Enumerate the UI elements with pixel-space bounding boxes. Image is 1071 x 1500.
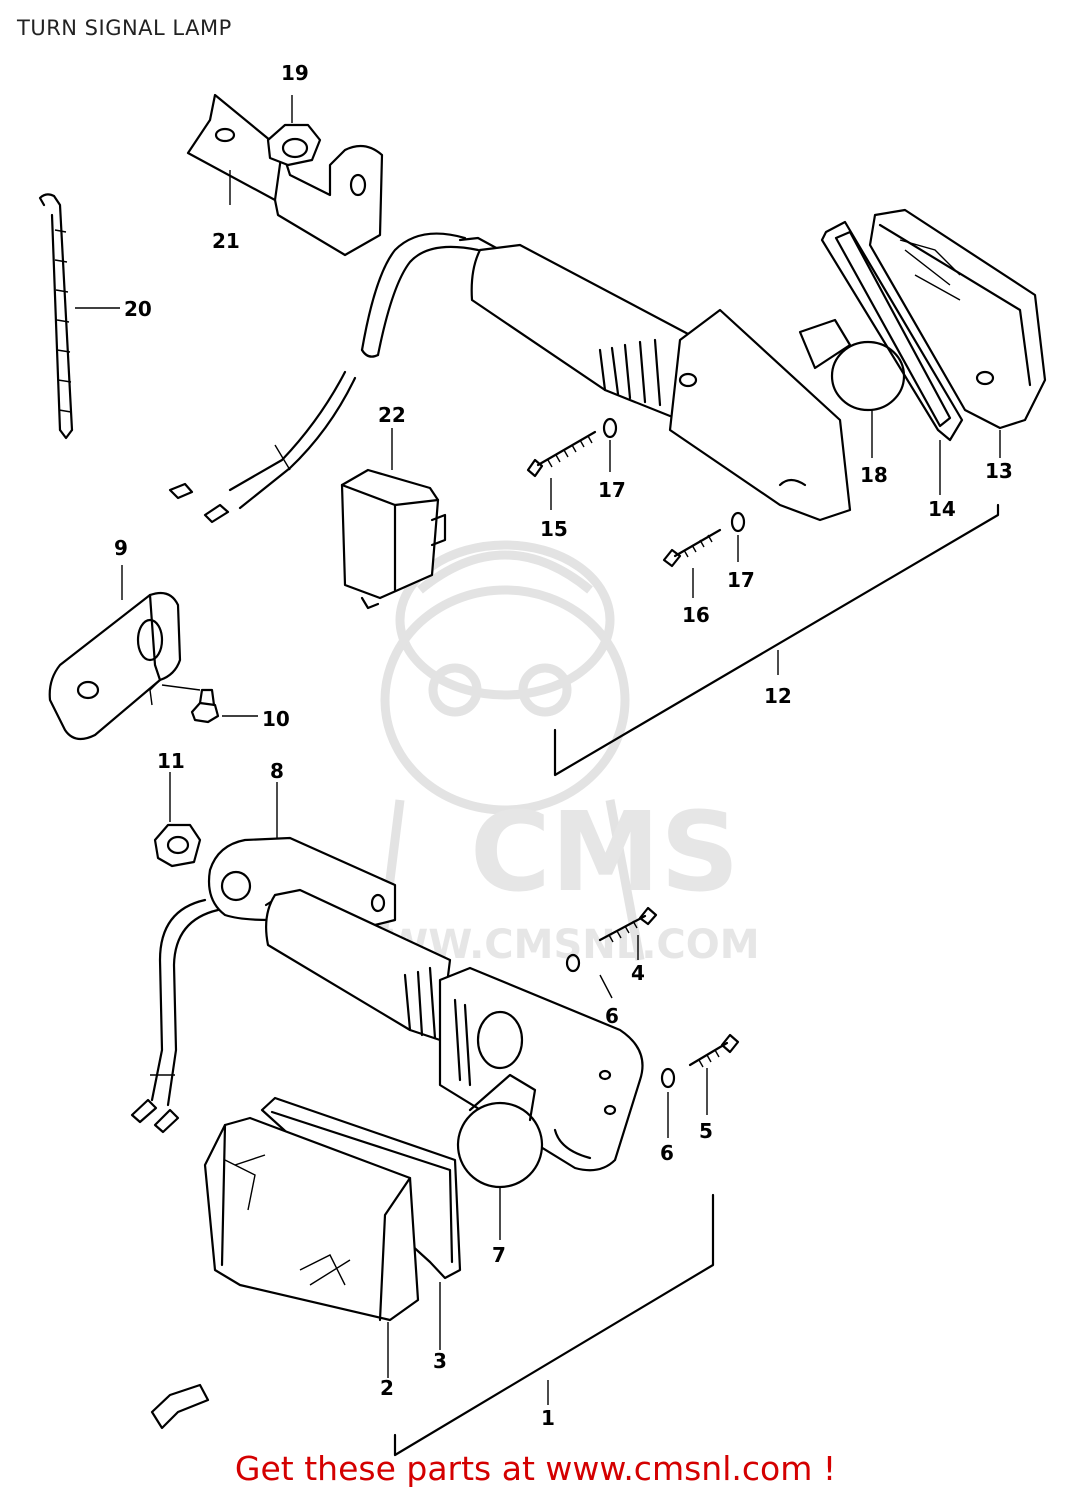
part-bolt-10 [190, 688, 258, 724]
part-nut-19 [266, 95, 322, 167]
callout-10: 10 [262, 707, 290, 731]
callout-17b: 17 [727, 568, 755, 592]
callout-13: 13 [985, 459, 1013, 483]
part-washer-6b [660, 1067, 676, 1138]
callout-14: 14 [928, 497, 956, 521]
callout-20: 20 [124, 297, 152, 321]
part-screw-16 [662, 528, 722, 598]
part-screw-5 [688, 1033, 740, 1115]
callout-12: 12 [764, 684, 792, 708]
bracket-line-12 [553, 503, 1000, 777]
part-gasket-14 [820, 220, 964, 495]
part-wire-front [130, 898, 220, 1134]
part-lens-13 [868, 208, 1047, 458]
part-washer-17b [730, 511, 746, 562]
part-cable-tie [38, 193, 120, 440]
callout-1: 1 [541, 1406, 555, 1430]
part-nut-11 [153, 772, 202, 868]
callout-6a: 6 [605, 1004, 619, 1028]
fwd-arrow-icon [150, 1383, 210, 1430]
bracket-line-1 [393, 1193, 715, 1457]
callout-22: 22 [378, 403, 406, 427]
part-bracket-9 [48, 565, 201, 741]
part-relay [340, 428, 447, 610]
part-wire-rear [168, 232, 480, 524]
part-lens-2 [203, 1116, 420, 1378]
callout-7: 7 [492, 1243, 506, 1267]
part-gasket-3 [260, 1096, 462, 1350]
callout-5: 5 [699, 1119, 713, 1143]
callout-8: 8 [270, 759, 284, 783]
part-bulb-18 [798, 318, 906, 458]
part-bulb-7 [456, 1073, 544, 1240]
part-washer-17a [602, 417, 618, 472]
part-washer-6a [565, 953, 613, 999]
callout-6b: 6 [660, 1141, 674, 1165]
callout-9: 9 [114, 536, 128, 560]
callout-18: 18 [860, 463, 888, 487]
callout-21: 21 [212, 229, 240, 253]
part-stem-housing-front [264, 888, 644, 1172]
callout-19: 19 [281, 61, 309, 85]
callout-15: 15 [540, 517, 568, 541]
part-screw-4 [598, 906, 658, 960]
watermark-brand: CMS [470, 788, 739, 916]
part-screw-15 [526, 430, 597, 510]
callout-17a: 17 [598, 478, 626, 502]
callout-11: 11 [157, 749, 185, 773]
buy-parts-banner[interactable]: Get these parts at www.cmsnl.com ! [234, 1449, 837, 1488]
callout-16: 16 [682, 603, 710, 627]
callout-2: 2 [380, 1376, 394, 1400]
part-stem-housing-rear [458, 236, 852, 522]
callout-3: 3 [433, 1349, 447, 1373]
callout-4: 4 [631, 961, 645, 985]
diagram-title: TURN SIGNAL LAMP [17, 16, 232, 40]
part-bracket-8 [207, 782, 397, 927]
